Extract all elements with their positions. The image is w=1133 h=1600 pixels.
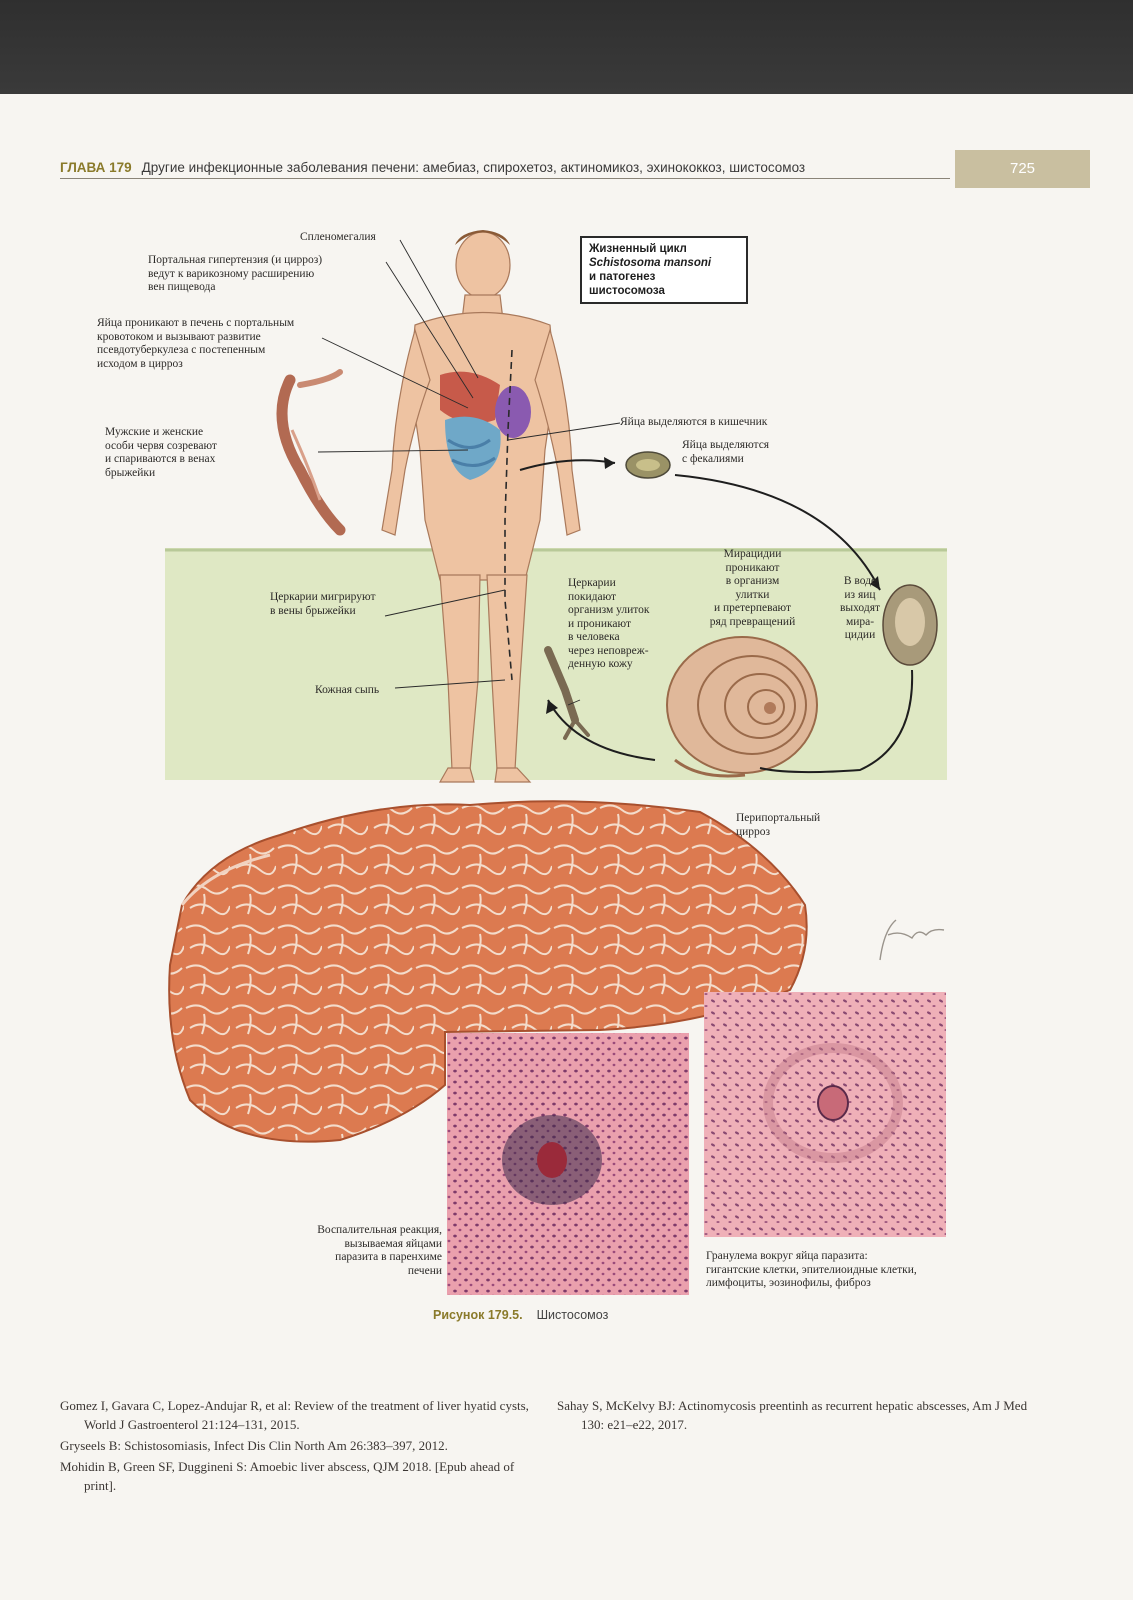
header-rule	[60, 178, 950, 179]
liver-illustration	[168, 800, 808, 1143]
references-left: Gomez I, Gavara C, Lopez-Andujar R, et a…	[60, 1396, 535, 1497]
figure-title-box: Жизненный цикл Schistosoma mansoni и пат…	[580, 236, 748, 304]
box-line-1: Жизненный цикл	[589, 243, 687, 255]
adult-worm-illustration	[276, 369, 346, 536]
artist-signature	[879, 919, 945, 961]
label-eggs-feces: Яйца выделяются с фекалиями	[682, 439, 770, 465]
abdominal-organs	[440, 371, 531, 480]
label-inflammation: Воспалительная реакция, вызываемая яйцам…	[317, 1224, 442, 1277]
label-eggs-intestine: Яйца выделяются в кишечник	[620, 416, 768, 428]
label-worms: Мужские и женские особи червя созревают …	[105, 426, 217, 479]
box-line-4: шистосомоза	[589, 285, 665, 297]
migration-path	[504, 349, 513, 681]
running-header: ГЛАВА 179 Другие инфекционные заболевания…	[60, 160, 805, 175]
reference-item: Gryseels B: Schistosomiasis, Infect Dis …	[60, 1438, 448, 1453]
label-miracidia-snail: Мирацидии проникают в организм улитки и …	[709, 548, 796, 628]
box-line-2: Schistosoma mansoni	[589, 257, 712, 269]
cercaria-illustration	[544, 646, 590, 740]
label-eggs-liver: Яйца проникают в печень с портальным кро…	[97, 317, 295, 370]
miracidium-illustration	[882, 584, 938, 666]
chapter-title: Другие инфекционные заболевания печени: …	[141, 160, 806, 175]
figure-number: Рисунок 179.5.	[433, 1308, 523, 1322]
references-right: Sahay S, McKelvy BJ: Actinomycosis preen…	[557, 1396, 1032, 1436]
label-cercariae-leave: Церкарии покидают организм улиток и прон…	[568, 577, 650, 670]
label-periportal-cirrhosis: Перипортальный цирроз	[736, 812, 821, 838]
hair	[455, 230, 510, 245]
figure-title: Шистосомоз	[536, 1308, 609, 1322]
reference-item: Sahay S, McKelvy BJ: Actinomycosis preen…	[557, 1398, 1028, 1432]
leader-lines	[317, 239, 621, 706]
label-granuloma: Гранулема вокруг яйца паразита: гигантск…	[706, 1250, 917, 1289]
chapter-number: ГЛАВА 179	[60, 160, 132, 175]
label-splenomegaly: Спленомегалия	[300, 231, 376, 243]
scan-top-band	[0, 0, 1133, 94]
figure-caption: Рисунок 179.5. Шистосомоз	[433, 1308, 608, 1322]
reference-item: Gomez I, Gavara C, Lopez-Andujar R, et a…	[60, 1398, 529, 1432]
label-cercariae-migrate: Церкарии мигрируют в вены брыжейки	[270, 591, 376, 617]
page-number: 725	[955, 150, 1090, 188]
label-miracidia-water: В воде из яиц выходят мира- цидии	[839, 575, 881, 641]
label-portal-hypertension: Портальная гипертензия (и цирроз) ведут …	[148, 254, 323, 293]
reference-item: Mohidin B, Green SF, Duggineni S: Amoebi…	[60, 1459, 515, 1493]
label-skin-rash: Кожная сыпь	[315, 684, 380, 696]
box-line-3: и патогенез	[589, 271, 656, 283]
snail-illustration	[666, 636, 818, 778]
